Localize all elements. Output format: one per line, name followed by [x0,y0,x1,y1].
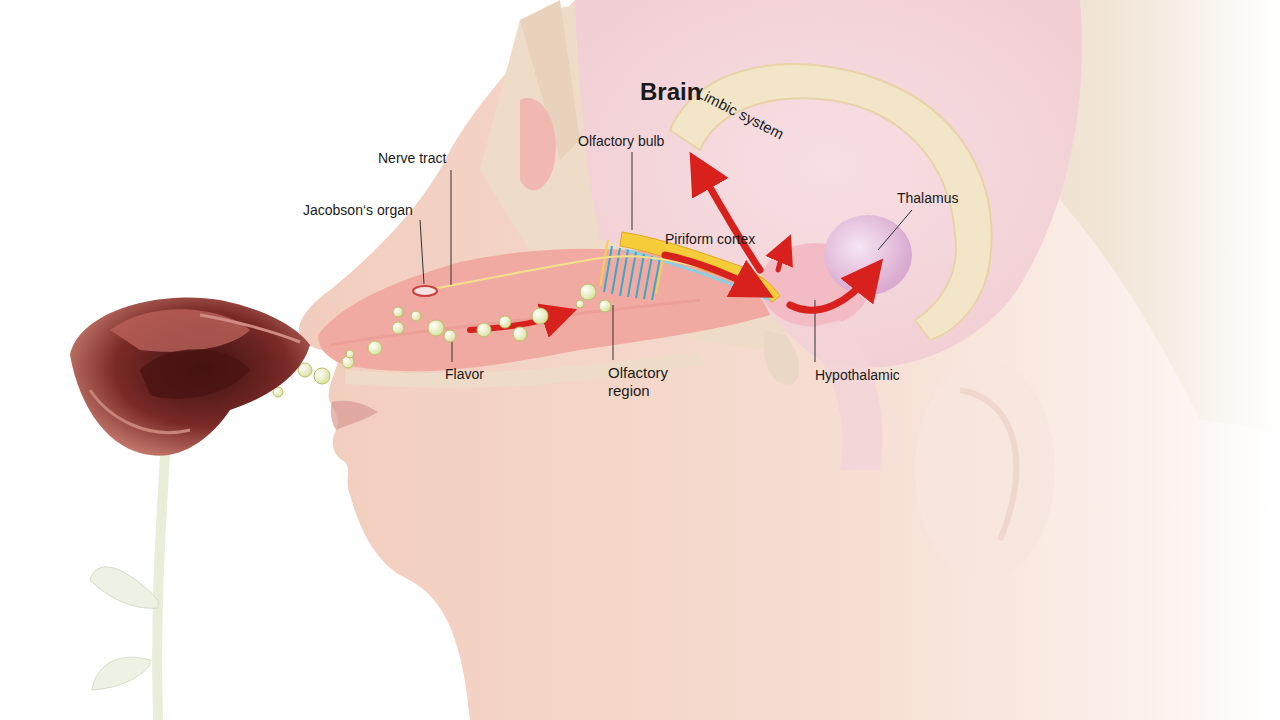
part-label: Hypothalamic [815,367,900,384]
part-label: Olfactory bulb [578,133,664,150]
part-label: Thalamus [897,190,958,207]
part-label: Olfactory region [608,364,698,400]
part-label: Jacobson‘s organ [303,202,413,219]
part-label: Flavor [445,366,484,383]
region-title: Brain [640,78,701,107]
part-label: Piriform cortex [665,231,755,248]
part-label: Nerve tract [378,150,446,167]
